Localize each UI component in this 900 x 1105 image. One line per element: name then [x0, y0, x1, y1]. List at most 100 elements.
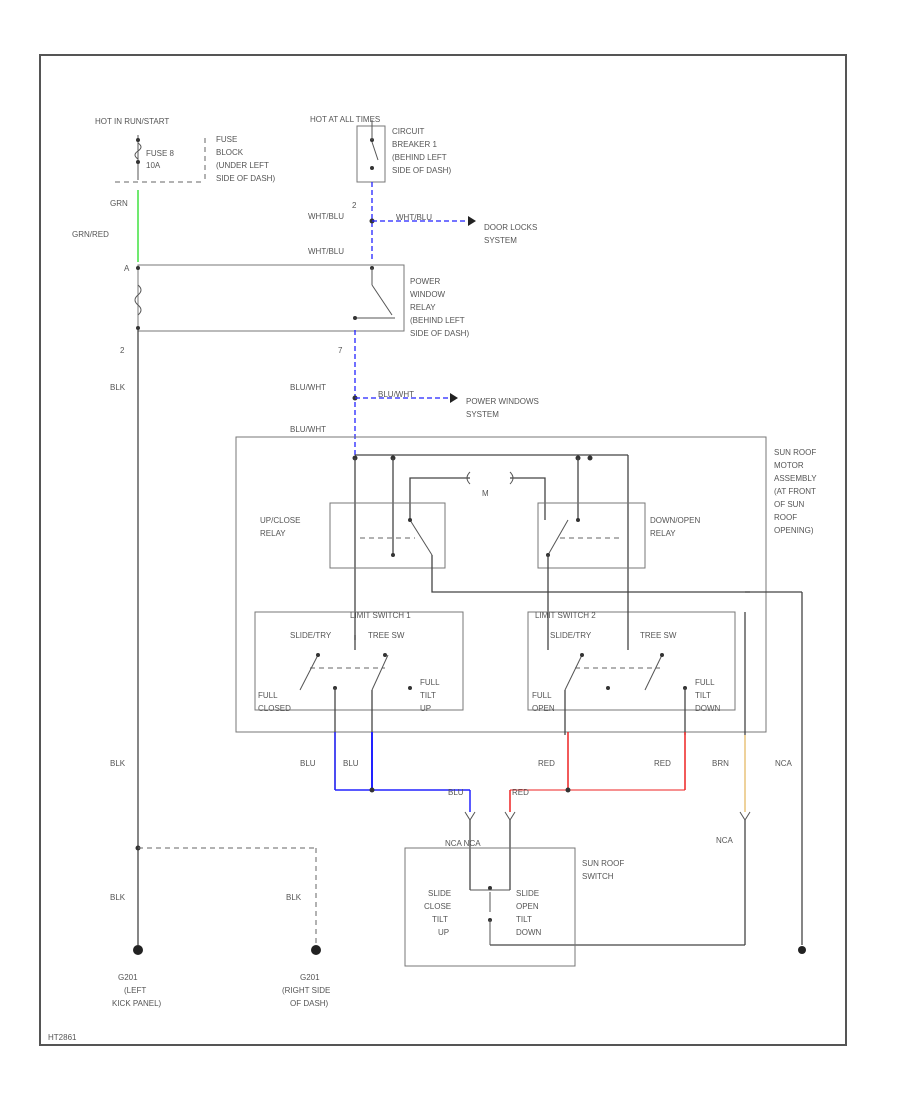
pin-label: 2	[120, 346, 125, 355]
limit-switch-2-open: OPEN	[532, 704, 555, 713]
fuse-desc-line: SIDE OF DASH)	[216, 174, 275, 183]
arrow-icon	[468, 216, 476, 226]
relay-desc-line: RELAY	[410, 303, 436, 312]
limit-switch-1-tree: TREE SW	[368, 631, 405, 640]
wire-label-grn-red: GRN/RED	[72, 230, 109, 239]
up-close-relay-label: RELAY	[260, 529, 286, 538]
wire-label-blu-wht: BLU/WHT	[290, 383, 326, 392]
motor-assembly-desc: OF SUN	[774, 500, 804, 509]
wire-label-nca: NCA	[775, 759, 793, 768]
wire-label-blu: BLU	[448, 788, 464, 797]
down-open-relay-label: DOWN/OPEN	[650, 516, 700, 525]
ground-label: G201	[300, 973, 320, 982]
breaker-desc-line: BREAKER 1	[392, 140, 437, 149]
pin-label: 2	[352, 201, 357, 210]
switch-position-left: CLOSE	[424, 902, 451, 911]
wire-label-blk: BLK	[286, 893, 302, 902]
door-locks-label: SYSTEM	[484, 236, 517, 245]
wire-label-nca: NCA	[716, 836, 734, 845]
motor-assembly-desc: SUN ROOF	[774, 448, 816, 457]
ground-icon	[133, 945, 143, 955]
motor-assembly-desc: MOTOR	[774, 461, 804, 470]
arrow-icon	[450, 393, 458, 403]
relay-desc-line: POWER	[410, 277, 440, 286]
ground-label: OF DASH)	[290, 999, 329, 1008]
relay-desc-line: SIDE OF DASH)	[410, 329, 469, 338]
red-wires	[509, 732, 686, 812]
power-window-relay	[134, 264, 405, 332]
wire-label-blk: BLK	[110, 893, 126, 902]
footer-code: HT2861	[48, 1033, 77, 1042]
motor-assembly-box	[235, 436, 767, 733]
wire-label-wht-blu: WHT/BLU	[396, 213, 432, 222]
limit-switch-1-tilt: TILT	[420, 691, 436, 700]
fuse-desc-line: FUSE	[216, 135, 237, 144]
switch-position-right: TILT	[516, 915, 532, 924]
sunroof-switch-label: SWITCH	[582, 872, 614, 881]
wire-label-red: RED	[512, 788, 529, 797]
motor-assembly-desc: ROOF	[774, 513, 797, 522]
wire-label-blk: BLK	[110, 383, 126, 392]
switch-position-left: SLIDE	[428, 889, 451, 898]
down-open-relay-label: RELAY	[650, 529, 676, 538]
wire-label-grn: GRN	[110, 199, 128, 208]
breaker-desc-line: SIDE OF DASH)	[392, 166, 451, 175]
limit-switch-2-tree: TREE SW	[640, 631, 677, 640]
diagram-frame	[39, 54, 847, 1046]
wire-label-blu-wht: BLU/WHT	[378, 390, 414, 399]
limit-switch-2	[527, 592, 736, 735]
ground-icon	[311, 945, 321, 955]
sunroof-switch	[404, 847, 576, 967]
limit-switch-1-closed: CLOSED	[258, 704, 291, 713]
motor-internal-wiring	[352, 454, 629, 640]
switch-position-right: SLIDE	[516, 889, 539, 898]
sunroof-switch-label: SUN ROOF	[582, 859, 624, 868]
fuse-desc-line: BLOCK	[216, 148, 244, 157]
up-close-relay	[329, 502, 750, 593]
ground-label: KICK PANEL)	[112, 999, 162, 1008]
motor-icon: M	[482, 489, 489, 498]
limit-switch-2-tilt: TILT	[695, 691, 711, 700]
switch-position-right: DOWN	[516, 928, 542, 937]
pin-label: A	[124, 264, 130, 273]
limit-switch-2-open: FULL	[532, 691, 552, 700]
wire-label-blu: BLU	[343, 759, 359, 768]
wire-label-wht-blu: WHT/BLU	[308, 247, 344, 256]
limit-switch-1	[254, 611, 464, 790]
switch-position-left: UP	[438, 928, 449, 937]
wire-label-blu: BLU	[300, 759, 316, 768]
ground-label: G201	[118, 973, 138, 982]
limit-switch-2-slide: SLIDE/TRY	[550, 631, 592, 640]
up-close-relay-label: UP/CLOSE	[260, 516, 300, 525]
down-open-relay	[537, 502, 646, 640]
relay-desc-line: WINDOW	[410, 290, 446, 299]
door-locks-label: DOOR LOCKS	[484, 223, 537, 232]
limit-switch-1-title: LIMIT SWITCH 1	[350, 611, 411, 620]
motor-assembly-desc: ASSEMBLY	[774, 474, 817, 483]
wire-label-red: RED	[538, 759, 555, 768]
limit-switch-1-tilt: FULL	[420, 678, 440, 687]
limit-switch-2-tilt: FULL	[695, 678, 715, 687]
fuse-desc-line: (UNDER LEFT	[216, 161, 269, 170]
fuse	[115, 135, 206, 183]
wire-label-brn: BRN	[712, 759, 729, 768]
wire-label-red: RED	[654, 759, 671, 768]
limit-switch-1-tilt: UP	[420, 704, 431, 713]
pin-label: 7	[338, 346, 343, 355]
hot-run-label: HOT IN RUN/START	[95, 117, 169, 126]
breaker-desc-line: CIRCUIT	[392, 127, 425, 136]
blu-wires	[334, 732, 471, 812]
sunroof-switch-connector: NCA NCA	[445, 839, 481, 848]
motor-assembly-desc: (AT FRONT	[774, 487, 816, 496]
relay-desc-line: (BEHIND LEFT	[410, 316, 465, 325]
power-windows-label: SYSTEM	[466, 410, 499, 419]
motor-assembly-desc: OPENING)	[774, 526, 814, 535]
ground-label: (RIGHT SIDE	[282, 986, 330, 995]
hot-all-label: HOT AT ALL TIMES	[310, 115, 380, 124]
switch-position-right: OPEN	[516, 902, 539, 911]
circuit-breaker	[356, 120, 386, 183]
fuse-name: FUSE 8	[146, 149, 175, 158]
wire-label-blu-wht: BLU/WHT	[290, 425, 326, 434]
breaker-desc-line: (BEHIND LEFT	[392, 153, 447, 162]
